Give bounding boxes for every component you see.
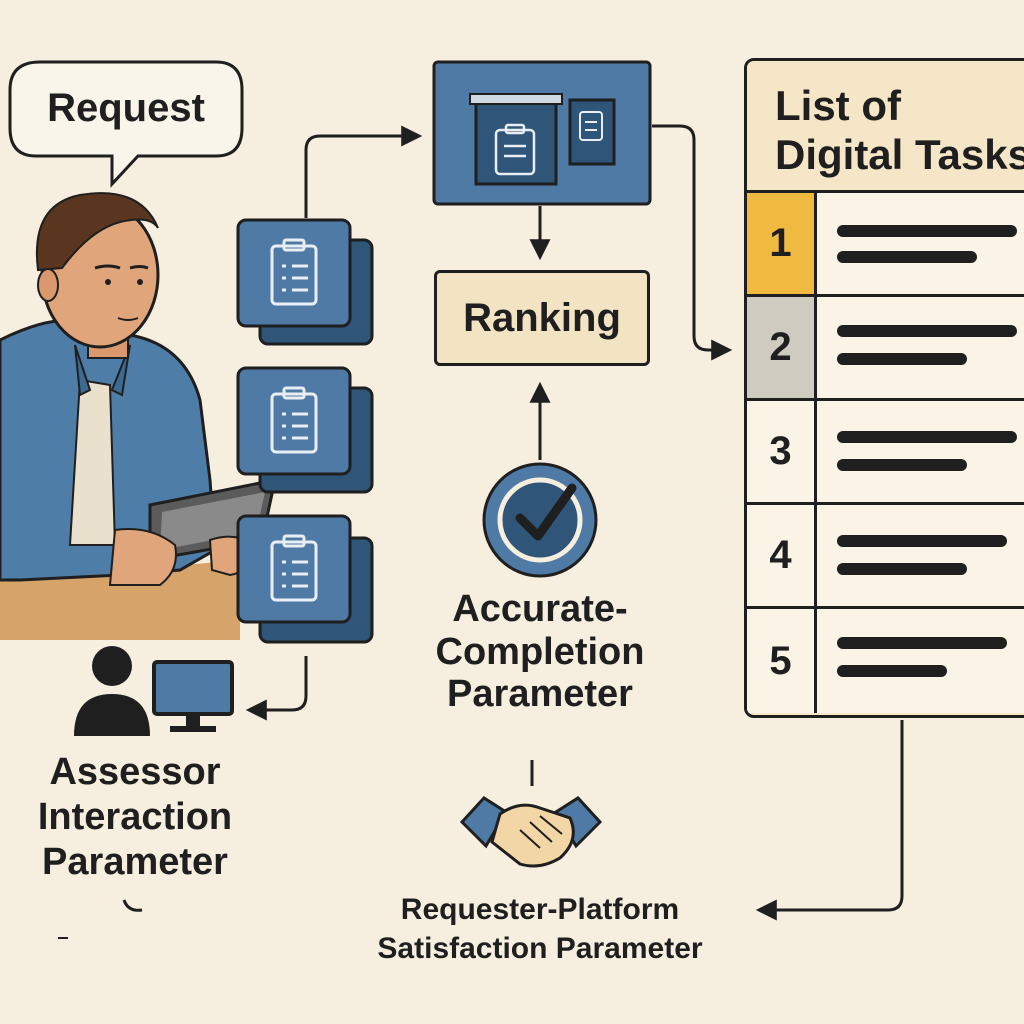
assessor-interaction-parameter-label: Assessor Interaction Parameter: [37, 751, 233, 883]
task-text-placeholder: [817, 505, 1024, 606]
arrow-cards-to-assessor: [245, 656, 308, 721]
task-card-stack-3: [236, 514, 374, 644]
person-icon: [74, 646, 150, 736]
assessor-person-illustration: [0, 192, 277, 640]
task-row[interactable]: 1: [747, 193, 1024, 297]
task-number: 2: [747, 297, 817, 398]
task-text-placeholder: [817, 609, 1024, 713]
arrow-cards-to-processor: [304, 125, 423, 218]
task-number: 1: [747, 193, 817, 294]
task-number: 3: [747, 401, 817, 502]
ranking-label: Ranking: [463, 295, 621, 340]
digital-task-list: List of Digital Tasks 1 2 3 4 5: [744, 58, 1024, 718]
task-card-stack-1: [236, 218, 374, 346]
ranking-box: Ranking: [434, 270, 650, 366]
handshake-icon: [459, 796, 603, 868]
monitor-icon: [152, 660, 234, 732]
requester-platform-satisfaction-label: Requester-Platform Satisfaction Paramete…: [377, 893, 703, 965]
task-text-placeholder: [817, 297, 1024, 398]
task-row[interactable]: 5: [747, 609, 1024, 713]
task-list-title: List of Digital Tasks: [747, 61, 1024, 193]
processor-box: [432, 60, 652, 206]
accurate-completion-parameter-label: Accurate- Completion Parameter: [435, 588, 645, 716]
task-row[interactable]: 4: [747, 505, 1024, 609]
clipboard-icon: [270, 534, 318, 602]
task-row[interactable]: 3: [747, 401, 1024, 505]
clipboard-icon: [270, 238, 318, 306]
request-speech-bubble: [8, 60, 244, 188]
arrow-list-to-requester: [755, 720, 904, 921]
request-label: Request: [47, 85, 205, 130]
task-text-placeholder: [817, 193, 1024, 294]
task-number: 4: [747, 505, 817, 606]
arrow-processor-to-list: [652, 124, 733, 361]
check-circle-icon: [482, 462, 598, 578]
clipboard-icon: [494, 123, 536, 176]
clipboard-icon: [270, 386, 318, 454]
task-card-stack-2: [236, 366, 374, 494]
task-number: 5: [747, 609, 817, 713]
task-row[interactable]: 2: [747, 297, 1024, 401]
task-text-placeholder: [817, 401, 1024, 502]
clipboard-icon: [579, 111, 603, 141]
